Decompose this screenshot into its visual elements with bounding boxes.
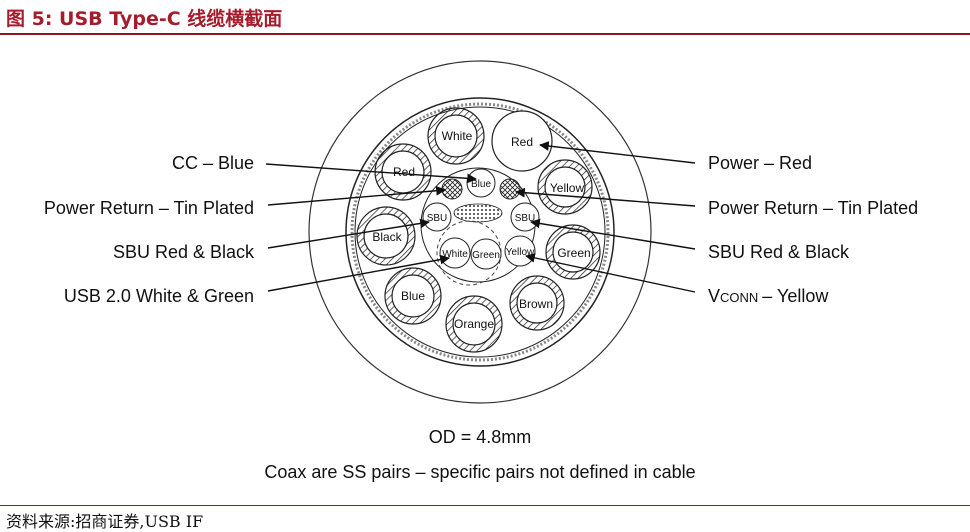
top-divider — [0, 33, 970, 35]
label-sbu-left-callout: SBU Red & Black — [113, 242, 255, 262]
coax-green — [545, 224, 601, 280]
bottom-divider — [0, 505, 970, 506]
coax-blue — [384, 267, 442, 325]
od-caption: OD = 4.8mm — [429, 427, 532, 447]
label-sbu-left: SBU — [427, 213, 448, 224]
arrow-sbu-left — [267, 218, 430, 249]
arrow-cc — [265, 163, 477, 184]
label-red-left: Red — [393, 165, 415, 179]
label-orange: Orange — [454, 317, 494, 331]
coax-orange — [445, 295, 503, 353]
arrow-power-return-left — [267, 185, 446, 206]
arrow-sbu-right — [530, 218, 696, 250]
arrow-vconn — [525, 253, 696, 293]
label-cc-blue-callout: CC – Blue — [172, 153, 254, 173]
label-red-top: Red — [511, 135, 533, 149]
label-usb-white: White — [442, 249, 468, 260]
coax-brown — [509, 275, 565, 331]
source-note: 资料来源:招商证券,USB IF — [6, 512, 204, 531]
coax-white — [427, 107, 485, 165]
coax-note: Coax are SS pairs – specific pairs not d… — [264, 462, 695, 482]
label-sbu-right: SBU — [515, 213, 536, 224]
arrow-power-red — [539, 141, 696, 164]
vconn-color: – Yellow — [762, 286, 829, 306]
power-return-tin-right — [499, 178, 521, 200]
arrow-usb2 — [267, 254, 450, 292]
label-black: Black — [372, 230, 402, 244]
label-brown: Brown — [519, 297, 553, 311]
label-sbu-right-callout: SBU Red & Black — [708, 242, 850, 262]
vconn-v: V — [708, 286, 720, 306]
label-usb-green: Green — [472, 250, 500, 261]
label-cc-blue: Blue — [471, 179, 491, 190]
label-vconn-yellow: Yellow — [506, 247, 535, 258]
label-power-return-right: Power Return – Tin Plated — [708, 198, 918, 218]
arrow-power-return-right — [515, 187, 696, 207]
sbu-left-conductor — [422, 202, 452, 232]
braid-shield-inner — [354, 106, 606, 358]
label-vconn-callout: VCONN – Yellow — [708, 286, 829, 306]
label-power-red-callout: Power – Red — [708, 153, 812, 173]
label-power-return-left: Power Return – Tin Plated — [44, 198, 254, 218]
vconn-sub: CONN — [720, 290, 758, 305]
label-usb2-callout: USB 2.0 White & Green — [64, 286, 254, 306]
figure-title: 图 5: USB Type-C 线缆横截面 — [6, 8, 283, 30]
braid-shield — [350, 102, 610, 362]
power-return-tin-left — [441, 178, 463, 200]
label-green-right: Green — [557, 246, 590, 260]
label-blue-bottom: Blue — [401, 289, 425, 303]
filler — [453, 203, 503, 223]
coax-black — [356, 206, 416, 266]
label-yellow-right: Yellow — [550, 181, 585, 195]
usb-green-conductor — [470, 238, 502, 270]
label-white: White — [442, 129, 473, 143]
power-red-conductor — [491, 110, 553, 172]
